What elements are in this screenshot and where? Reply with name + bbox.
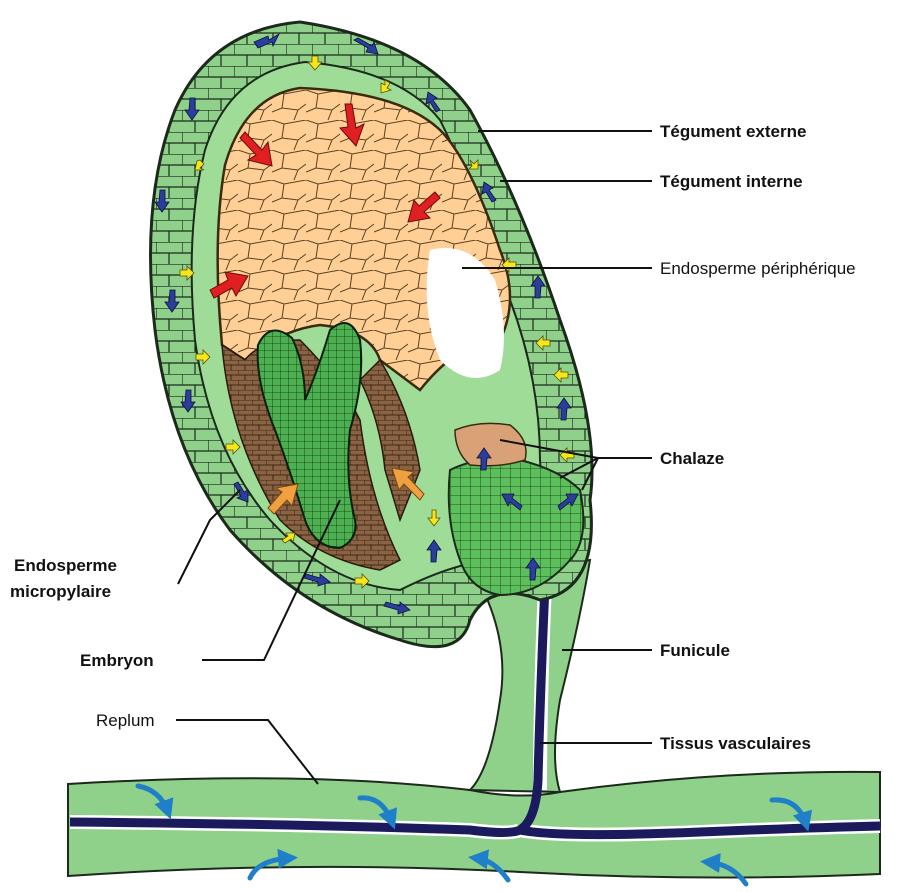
label-micropylaire-line2: micropylaire [10,582,111,601]
label-tissus-vasculaires: Tissus vasculaires [660,734,811,753]
leader-replum [176,720,318,784]
label-tegument-interne: Tégument interne [660,172,803,191]
label-embryon: Embryon [80,651,154,670]
label-replum: Replum [96,711,155,730]
label-funicule: Funicule [660,641,730,660]
label-chalaze: Chalaze [660,449,724,468]
label-endosperme-line1: Endosperme [14,556,117,575]
label-endosperme-peripherique: Endosperme périphérique [660,259,856,278]
label-tegument-externe: Tégument externe [660,122,806,141]
